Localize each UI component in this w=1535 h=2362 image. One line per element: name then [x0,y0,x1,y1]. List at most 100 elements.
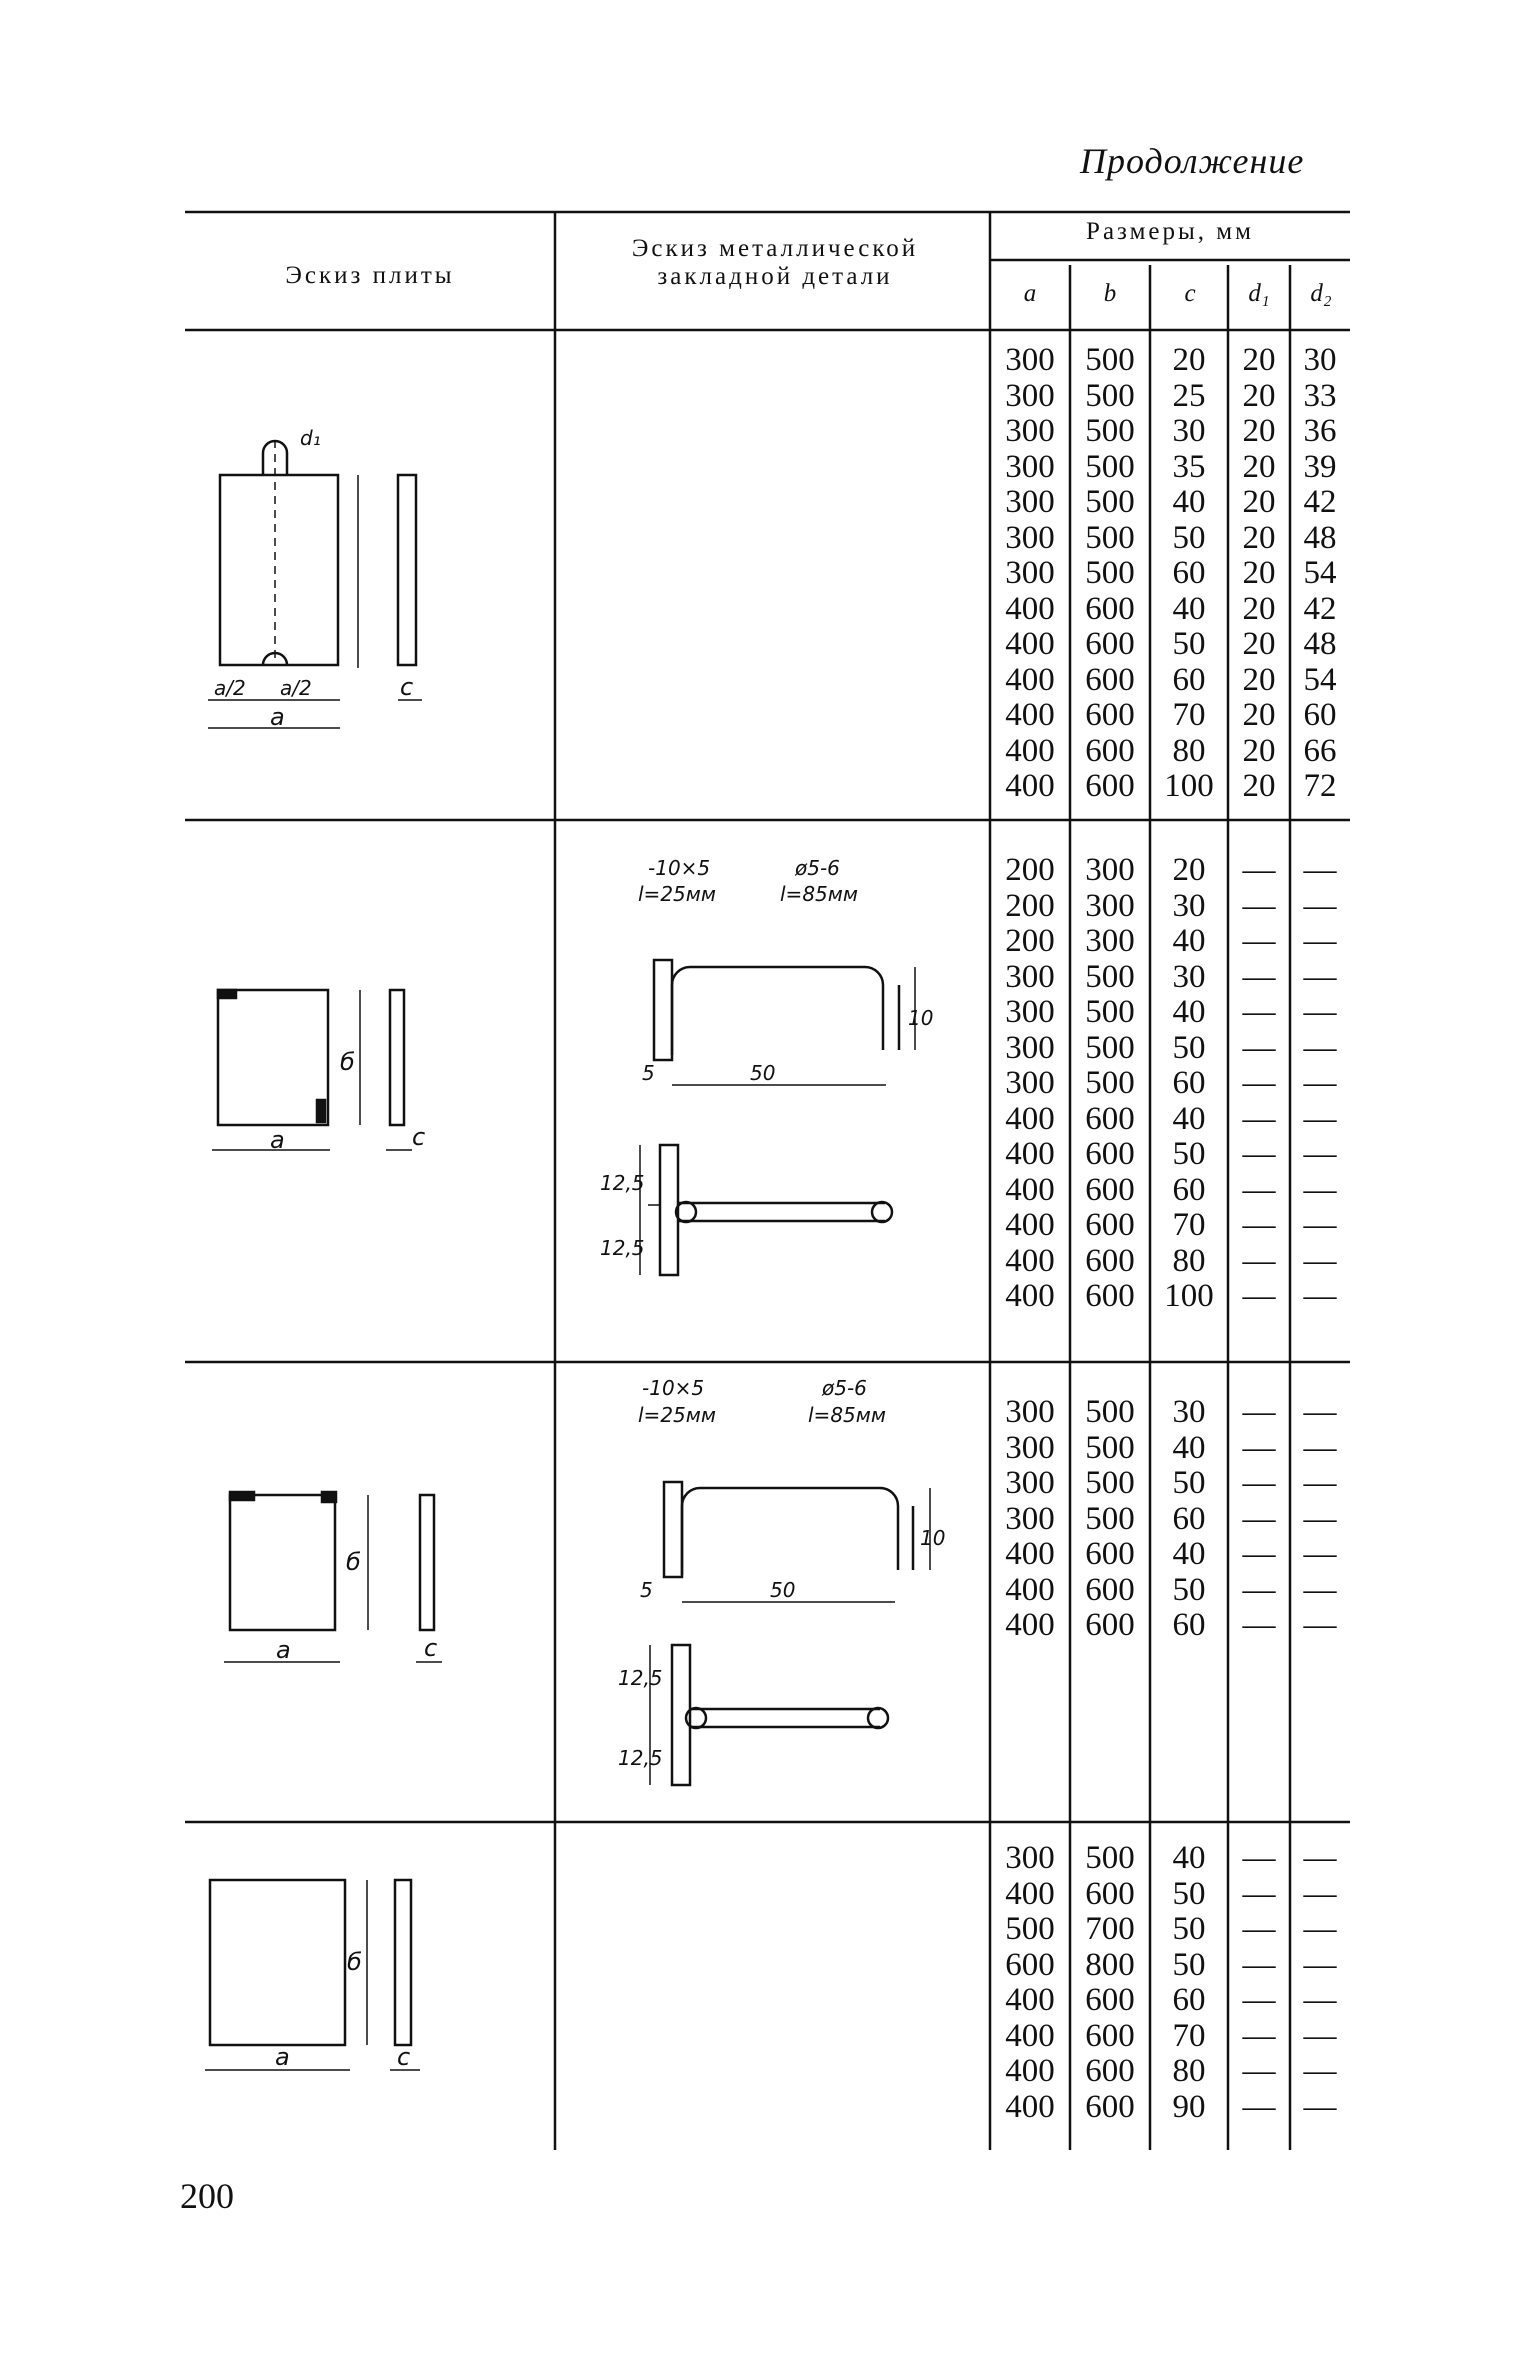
cell-b: 500 [1085,342,1135,378]
cell-a: 300 [1005,448,1055,485]
cell-d1: — [1242,994,1276,1030]
cell-d2: — [1303,2053,1337,2089]
cell-d2: — [1303,1875,1337,1912]
cell-d1: — [1242,1394,1276,1430]
cell-d1: 20 [1242,626,1276,662]
label-strip-2: -10×5 [648,856,710,880]
cell-d2: — [1303,852,1337,888]
cell-d1: — [1242,2053,1276,2089]
cell-c: 50 [1172,1029,1206,1066]
cell-b: 500 [1085,1840,1135,1876]
cell-b: 500 [1085,958,1135,995]
cell-b: 300 [1085,852,1135,888]
cell-c: 50 [1172,1875,1206,1912]
label-dim-125-2b: 12,5 [600,1236,645,1260]
cell-d2: — [1303,1500,1337,1537]
header-insert-sketch-1: Эскиз металлической [631,235,919,262]
cell-b: 600 [1085,732,1135,769]
label-rod-2: ø5-6 [794,856,840,880]
cell-d1: — [1242,1242,1276,1279]
cell-d2: — [1303,2017,1337,2054]
cell-d1: 20 [1242,732,1276,769]
label-rod-len-3: l=85мм [808,1403,886,1427]
cell-a: 400 [1005,1207,1055,1243]
cell-d2: 54 [1303,661,1337,698]
cell-b: 600 [1085,768,1135,804]
cell-d1: — [1242,1840,1276,1876]
label-dim-5-2: 5 [642,1061,655,1085]
cell-d2: 33 [1303,377,1337,414]
cell-b: 600 [1085,1536,1135,1572]
cell-a: 300 [1005,377,1055,414]
cell-d1: — [1242,1875,1276,1912]
cell-c: 60 [1172,1982,1206,2018]
cell-c: 40 [1172,484,1206,520]
cell-c: 40 [1172,994,1206,1030]
cell-a: 400 [1005,1278,1055,1314]
cell-c: 50 [1172,1136,1206,1172]
cell-a: 400 [1005,1875,1055,1912]
cell-d2: — [1303,1911,1337,1947]
cell-a: 300 [1005,484,1055,520]
cell-a: 400 [1005,626,1055,662]
header-plate-sketch: Эскиз плиты [285,262,455,289]
header-insert-sketch-2: закладной детали [657,263,893,290]
cell-c: 50 [1172,626,1206,662]
cell-d1: — [1242,2017,1276,2054]
cell-b: 500 [1085,1465,1135,1501]
cell-d2: — [1303,1465,1337,1501]
cell-c: 40 [1172,1429,1206,1466]
cell-b: 600 [1085,626,1135,662]
cell-a: 300 [1005,342,1055,378]
cell-d2: — [1303,1394,1337,1430]
label-strip-3: -10×5 [642,1376,704,1400]
cell-d1: — [1242,887,1276,924]
cell-d2: — [1303,994,1337,1030]
cell-c: 40 [1172,1100,1206,1137]
label-rod-len-2: l=85мм [780,882,858,906]
cell-b: 500 [1085,413,1135,449]
cell-a: 400 [1005,590,1055,627]
label-c-2: c [412,1123,425,1151]
cell-a: 400 [1005,661,1055,698]
cell-d1: — [1242,1429,1276,1466]
cell-d1: 20 [1242,342,1276,378]
cell-a: 300 [1005,958,1055,995]
plate-sketch-2: a б c [212,988,425,1154]
label-dim-125-3a: 12,5 [618,1666,663,1690]
continuation-label: Продолжение [1080,141,1305,181]
cell-b: 500 [1085,1429,1135,1466]
cell-c: 50 [1172,1571,1206,1608]
cell-d1: — [1242,1136,1276,1172]
cell-d1: 20 [1242,661,1276,698]
label-half-a-right: a/2 [280,676,312,700]
cell-d2: — [1303,1029,1337,1066]
cell-b: 600 [1085,1100,1135,1137]
header-col-d2: d₂ [1310,280,1332,307]
cell-c: 70 [1172,2017,1206,2054]
cell-d1: — [1242,1465,1276,1501]
cell-a: 300 [1005,413,1055,449]
cell-b: 500 [1085,377,1135,414]
cell-b: 600 [1085,1136,1135,1172]
cell-d1: — [1242,1536,1276,1572]
cell-d2: — [1303,1982,1337,2018]
cell-d2: 30 [1303,342,1337,378]
cell-d1: — [1242,1911,1276,1947]
cell-c: 20 [1172,342,1206,378]
plate-sketch-3: a б c [224,1490,442,1664]
label-a-4: a [275,2043,290,2071]
cell-a: 400 [1005,2017,1055,2054]
cell-b: 600 [1085,1571,1135,1608]
cell-b: 600 [1085,1207,1135,1243]
label-c-4: c [397,2043,410,2071]
cell-a: 400 [1005,1982,1055,2018]
cell-d2: — [1303,1207,1337,1243]
cell-a: 600 [1005,1946,1055,1983]
cell-c: 60 [1172,1065,1206,1101]
page-number: 200 [180,2176,234,2216]
cell-a: 400 [1005,1536,1055,1572]
cell-b: 500 [1085,1029,1135,1066]
cell-a: 400 [1005,1100,1055,1137]
